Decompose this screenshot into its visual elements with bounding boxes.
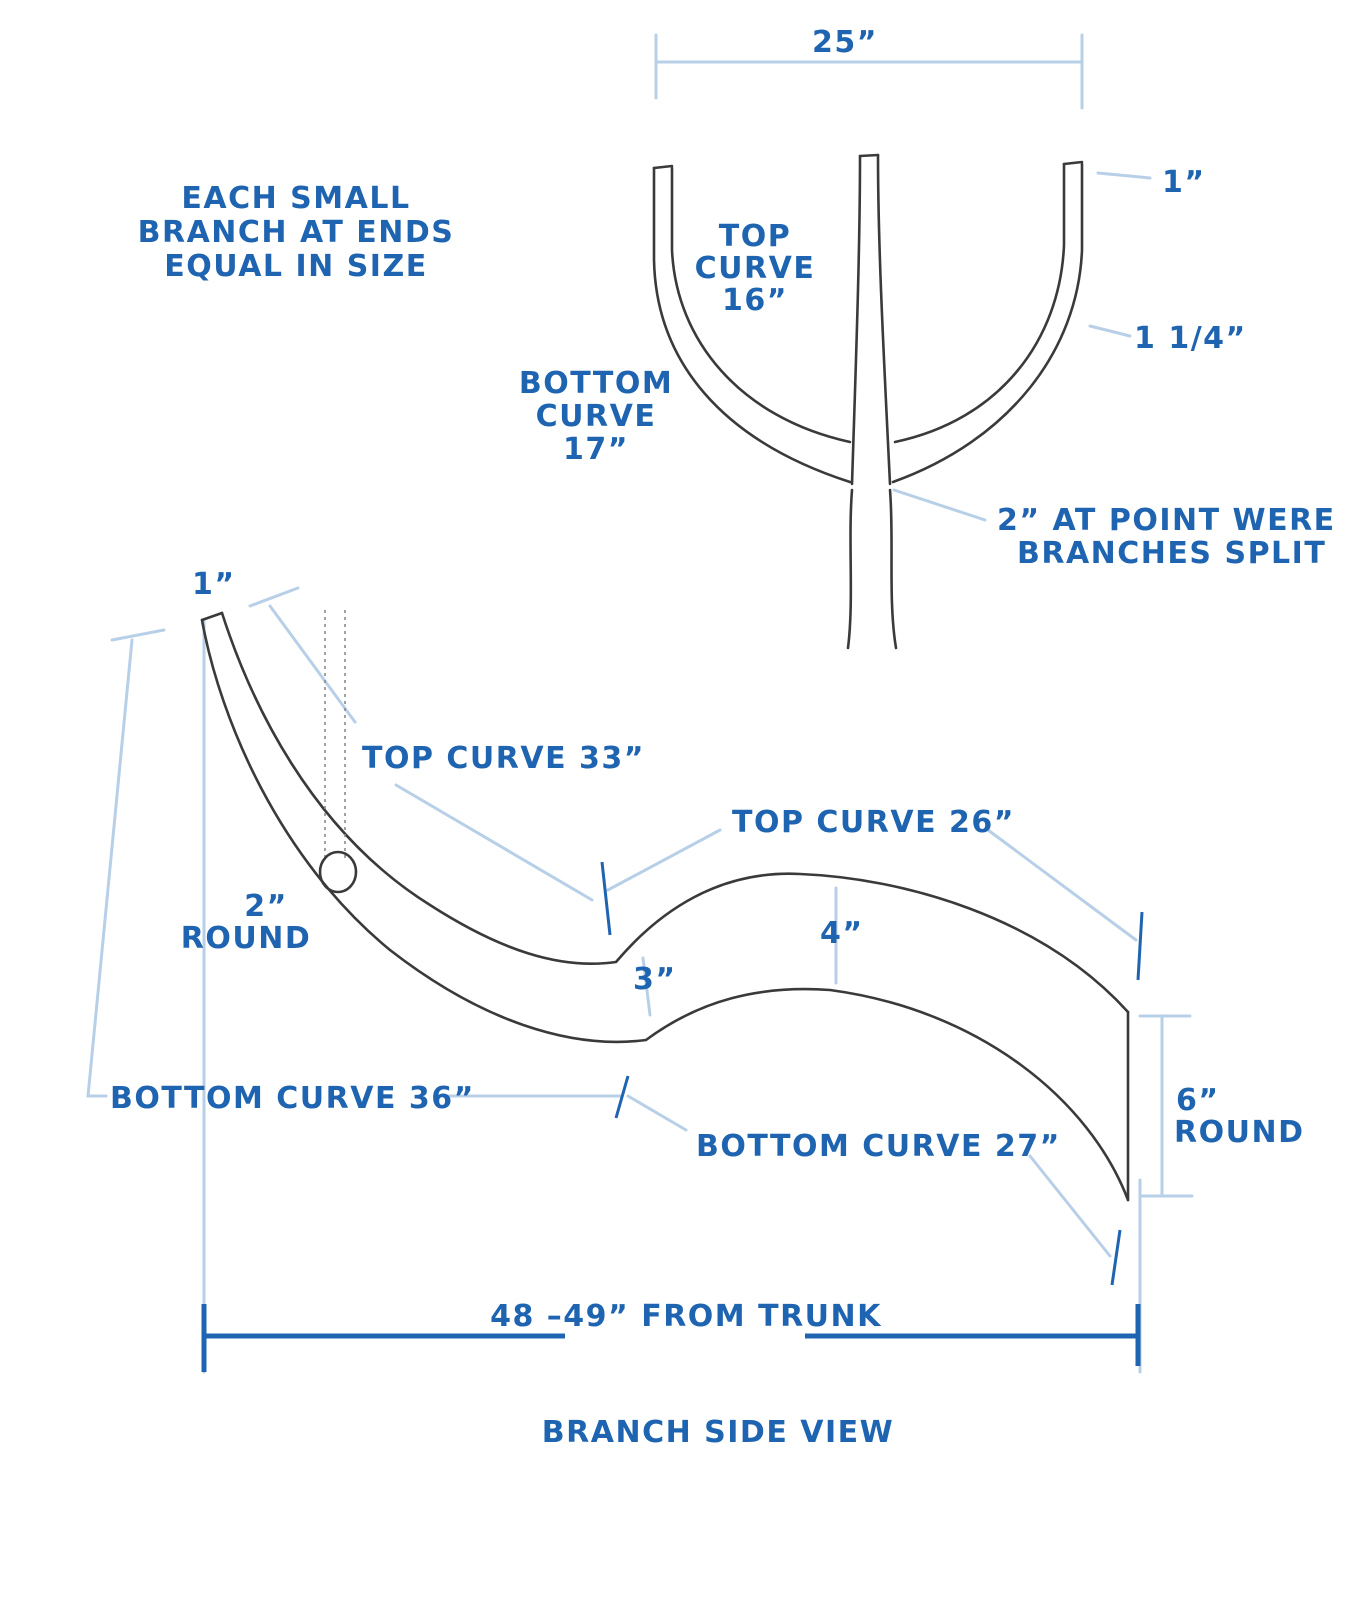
bottom-curve-36-label: BOTTOM CURVE 36”	[110, 1081, 475, 1116]
bottom-curve-27-label: BOTTOM CURVE 27”	[696, 1129, 1061, 1164]
svg-text:ROUND: ROUND	[1174, 1115, 1304, 1150]
front-width-dimension: 25”	[654, 25, 1084, 110]
front-top-curve-label: TOP CURVE 16”	[695, 219, 816, 318]
thickness-leader	[1088, 324, 1132, 338]
svg-text:BRANCHES SPLIT: BRANCHES SPLIT	[1017, 536, 1326, 571]
tip-leader	[1096, 171, 1152, 180]
general-note: EACH SMALL BRANCH AT ENDS EQUAL IN SIZE	[138, 181, 455, 284]
split-note: 2” AT POINT WERE BRANCHES SPLIT	[997, 503, 1336, 571]
front-tip-label: 1”	[1162, 165, 1206, 200]
side-view-caption: BRANCH SIDE VIEW	[542, 1415, 894, 1450]
length-label: 48 –49” FROM TRUNK	[490, 1299, 882, 1334]
side-tip-label: 1”	[192, 567, 236, 602]
svg-text:2”: 2”	[244, 889, 288, 924]
svg-text:16”: 16”	[722, 283, 788, 318]
mid-3-label: 3”	[633, 962, 677, 997]
front-branches	[652, 160, 1084, 484]
round-2-label: 2” ROUND	[181, 889, 311, 956]
front-thickness-label: 1 1/4”	[1134, 321, 1247, 356]
mid-4-label: 4”	[820, 916, 864, 951]
svg-text:BRANCH AT ENDS: BRANCH AT ENDS	[138, 215, 455, 250]
svg-text:BOTTOM: BOTTOM	[519, 366, 673, 401]
top-curve-26-label: TOP CURVE 26”	[732, 805, 1015, 840]
svg-text:CURVE: CURVE	[536, 399, 657, 434]
svg-text:2” AT POINT WERE: 2” AT POINT WERE	[997, 503, 1336, 538]
front-bottom-curve-label: BOTTOM CURVE 17”	[519, 366, 673, 467]
svg-text:CURVE: CURVE	[695, 251, 816, 286]
top-curve-33-label: TOP CURVE 33”	[362, 741, 645, 776]
front-trunk	[846, 153, 898, 650]
svg-text:6”: 6”	[1176, 1083, 1220, 1118]
split-leader	[892, 488, 987, 522]
svg-text:EACH SMALL: EACH SMALL	[181, 181, 410, 216]
front-width-label: 25”	[812, 25, 878, 60]
svg-text:17”: 17”	[563, 432, 629, 467]
side-guides	[86, 586, 1194, 1374]
svg-text:TOP: TOP	[719, 219, 791, 254]
side-tick-marks	[600, 861, 1144, 1286]
round-6-label: 6” ROUND	[1174, 1083, 1304, 1150]
svg-text:ROUND: ROUND	[181, 921, 311, 956]
svg-text:EQUAL IN SIZE: EQUAL IN SIZE	[164, 249, 427, 284]
length-dimension: 48 –49” FROM TRUNK	[201, 1299, 1141, 1372]
side-branch	[200, 610, 1130, 1202]
